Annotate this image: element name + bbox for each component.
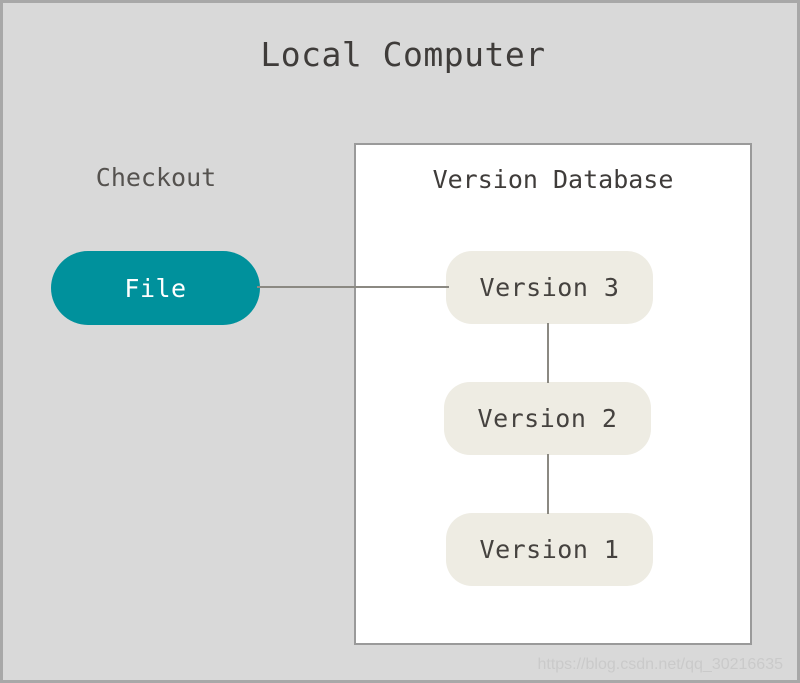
version-node-2[interactable]: Version 2 bbox=[444, 382, 651, 455]
version-node-2-label: Version 2 bbox=[477, 404, 618, 433]
version-node-3[interactable]: Version 3 bbox=[446, 251, 653, 324]
connector-version3-to-version2 bbox=[547, 323, 549, 383]
version-node-1[interactable]: Version 1 bbox=[446, 513, 653, 586]
file-node-label: File bbox=[124, 273, 187, 303]
version-node-1-label: Version 1 bbox=[479, 535, 620, 564]
diagram-title: Local Computer bbox=[260, 35, 546, 74]
checkout-label: Checkout bbox=[95, 163, 217, 192]
connector-file-to-version3 bbox=[257, 286, 449, 288]
file-node[interactable]: File bbox=[51, 251, 260, 325]
version-database-title: Version Database bbox=[432, 165, 674, 194]
connector-version2-to-version1 bbox=[547, 454, 549, 514]
version-node-3-label: Version 3 bbox=[479, 273, 620, 302]
watermark: https://blog.csdn.net/qq_30216635 bbox=[537, 656, 783, 673]
